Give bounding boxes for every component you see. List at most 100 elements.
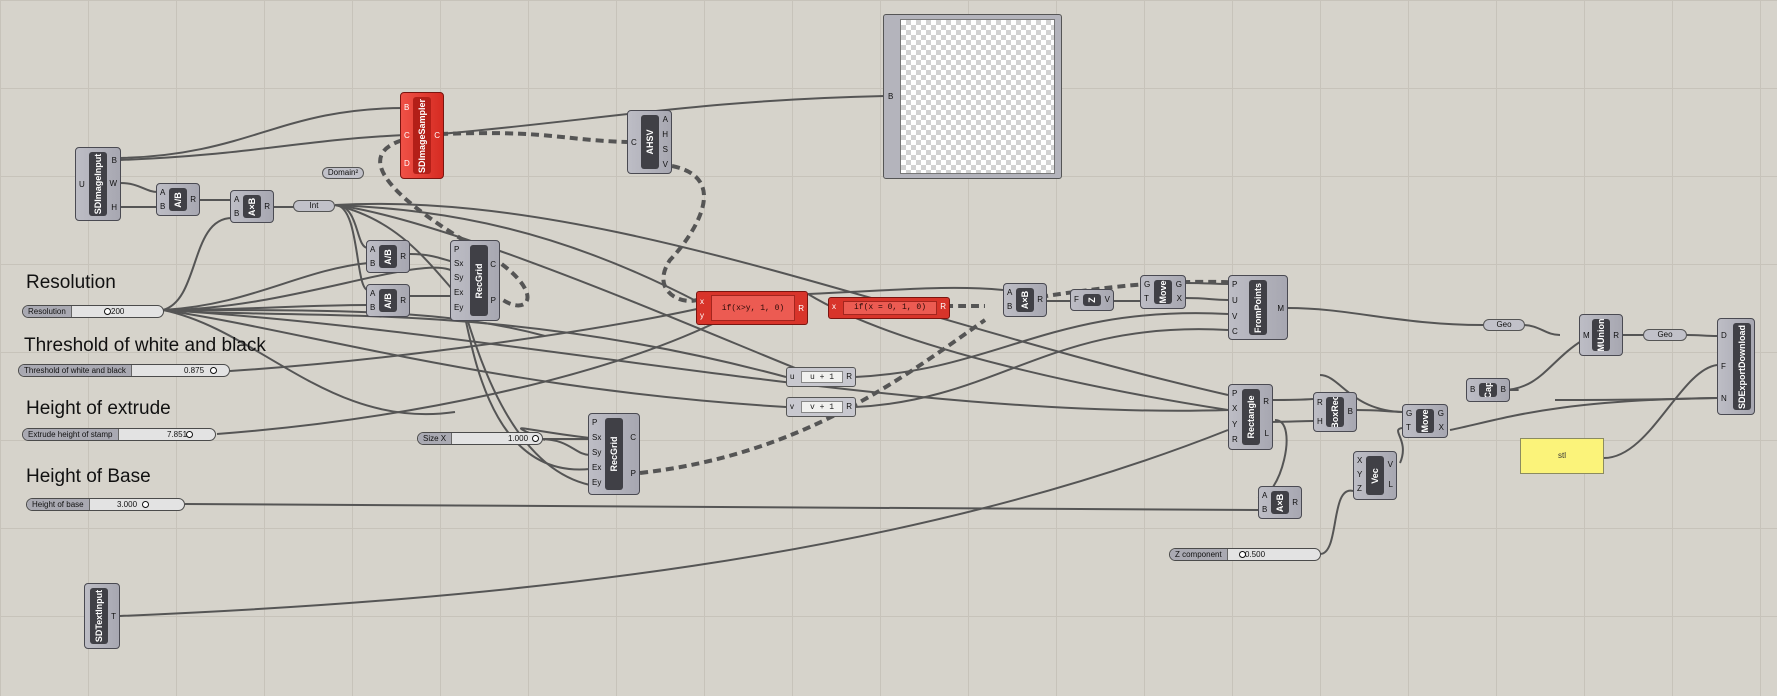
port[interactable]: H — [111, 203, 117, 212]
port[interactable]: X — [1357, 456, 1363, 465]
port[interactable]: S — [662, 145, 668, 154]
component-recgrid-1[interactable]: P Sx Sy Ex Ey RecGrid C P — [450, 240, 500, 321]
port[interactable]: Z — [1357, 484, 1362, 493]
port[interactable]: B — [111, 156, 117, 165]
component-boxrec[interactable]: R H BoxRec B — [1313, 392, 1357, 432]
port[interactable]: P — [1232, 389, 1238, 398]
port[interactable]: Ey — [454, 303, 464, 312]
component-multiplication-1[interactable]: A B A×B R — [230, 190, 274, 223]
port[interactable]: T — [1144, 294, 1149, 303]
port[interactable]: C — [631, 138, 637, 147]
port[interactable]: x — [700, 297, 704, 306]
port[interactable]: G — [1437, 409, 1444, 418]
port[interactable]: Ex — [592, 463, 602, 472]
port[interactable]: X — [1176, 294, 1182, 303]
port[interactable]: B — [404, 103, 410, 112]
component-sdexportdownload[interactable]: D F N SDExportDownload — [1717, 318, 1755, 415]
slider-extrude[interactable]: Extrude height of stamp 7.851 — [22, 428, 216, 441]
component-sdimageinput[interactable]: U SDImageInput B W H — [75, 147, 121, 221]
port[interactable]: R — [1232, 435, 1238, 444]
component-move-2[interactable]: G T Move G X — [1402, 404, 1448, 438]
expression-v-plus-one[interactable]: v v + 1 R — [786, 397, 856, 417]
expression-u-plus-one[interactable]: u u + 1 R — [786, 367, 856, 387]
port[interactable]: B — [370, 259, 376, 268]
port[interactable]: R — [400, 296, 406, 305]
component-recgrid-2[interactable]: P Sx Sy Ex Ey RecGrid C P — [588, 413, 640, 495]
port[interactable]: A — [160, 188, 166, 197]
port[interactable]: B — [1347, 407, 1353, 416]
port[interactable]: x — [832, 302, 836, 311]
port[interactable]: B — [1470, 385, 1476, 394]
component-division-3[interactable]: A B A/B R — [366, 284, 410, 317]
geometry-param-1[interactable]: Geo — [1483, 319, 1525, 331]
port[interactable]: A — [370, 245, 376, 254]
component-vector-xyz[interactable]: X Y Z Vec V L — [1353, 451, 1397, 500]
expression-code[interactable]: u + 1 — [801, 371, 843, 383]
slider-z-component[interactable]: Z component 0.500 — [1169, 548, 1321, 561]
expression-threshold[interactable]: x y if(x>y, 1, 0) R — [696, 291, 808, 325]
port[interactable]: P — [1232, 280, 1238, 289]
port[interactable]: y — [700, 311, 704, 320]
port[interactable]: R — [1263, 397, 1269, 406]
port[interactable]: P — [454, 245, 460, 254]
port[interactable]: Ey — [592, 478, 602, 487]
port[interactable]: B — [888, 92, 894, 101]
port[interactable]: B — [160, 202, 166, 211]
text-panel[interactable]: stl — [1520, 438, 1604, 474]
component-multiplication-3[interactable]: A B A×B R — [1258, 486, 1302, 519]
domain-param[interactable]: Domain² — [322, 167, 364, 179]
component-rectangle[interactable]: P X Y R Rectangle R L — [1228, 384, 1273, 450]
expression-code[interactable]: if(x>y, 1, 0) — [711, 295, 795, 321]
port[interactable]: L — [1264, 429, 1269, 438]
port[interactable]: A — [662, 115, 668, 124]
component-sdtextinput[interactable]: SDTextInput T — [84, 583, 120, 649]
port[interactable]: C — [434, 131, 440, 140]
port[interactable]: R — [1317, 398, 1323, 407]
port[interactable]: R — [846, 402, 852, 411]
port[interactable]: H — [662, 130, 668, 139]
component-unit-z[interactable]: F Z V — [1070, 289, 1114, 311]
port[interactable]: V — [1104, 295, 1110, 304]
port[interactable]: Sx — [454, 259, 464, 268]
port[interactable]: R — [940, 302, 946, 311]
port[interactable]: T — [111, 612, 116, 621]
component-frompoints[interactable]: P U V C FromPoints M — [1228, 275, 1288, 340]
port[interactable]: v — [790, 402, 794, 411]
port[interactable]: U — [79, 180, 85, 189]
port[interactable]: X — [1438, 423, 1444, 432]
port[interactable]: F — [1721, 362, 1726, 371]
port[interactable]: V — [1232, 312, 1238, 321]
port[interactable]: A — [370, 289, 376, 298]
port[interactable]: R — [190, 195, 196, 204]
component-division-2[interactable]: A B A/B R — [366, 240, 410, 273]
port[interactable]: M — [1583, 331, 1590, 340]
port[interactable]: C — [630, 433, 636, 442]
port[interactable]: P — [630, 469, 636, 478]
port[interactable]: V — [1387, 460, 1393, 469]
expression-code[interactable]: if(x = 0, 1, 0) — [843, 301, 937, 315]
port[interactable]: Y — [1232, 420, 1238, 429]
component-sdimagesampler[interactable]: B C D SDImageSampler C — [400, 92, 444, 179]
port[interactable]: Sy — [592, 448, 602, 457]
component-multiplication-2[interactable]: A B A×B R — [1003, 283, 1047, 317]
port[interactable]: C — [1232, 327, 1238, 336]
component-ahsv[interactable]: C AHSV A H S V — [627, 110, 672, 174]
port[interactable]: B — [1262, 505, 1268, 514]
port[interactable]: B — [1007, 302, 1013, 311]
image-viewer[interactable]: B — [883, 14, 1062, 179]
port[interactable]: P — [592, 418, 598, 427]
port[interactable]: R — [1613, 331, 1619, 340]
port[interactable]: B — [1500, 385, 1506, 394]
port[interactable]: L — [1388, 480, 1393, 489]
port[interactable]: V — [662, 160, 668, 169]
slider-knob[interactable] — [532, 435, 539, 442]
port[interactable]: C — [404, 131, 410, 140]
geometry-param-2[interactable]: Geo — [1643, 329, 1687, 341]
component-division-1[interactable]: A B A/B R — [156, 183, 200, 216]
port[interactable]: X — [1232, 404, 1238, 413]
port[interactable]: A — [1007, 288, 1013, 297]
port[interactable]: A — [1262, 491, 1268, 500]
port[interactable]: F — [1074, 295, 1079, 304]
port[interactable]: B — [234, 209, 240, 218]
port[interactable]: P — [490, 296, 496, 305]
